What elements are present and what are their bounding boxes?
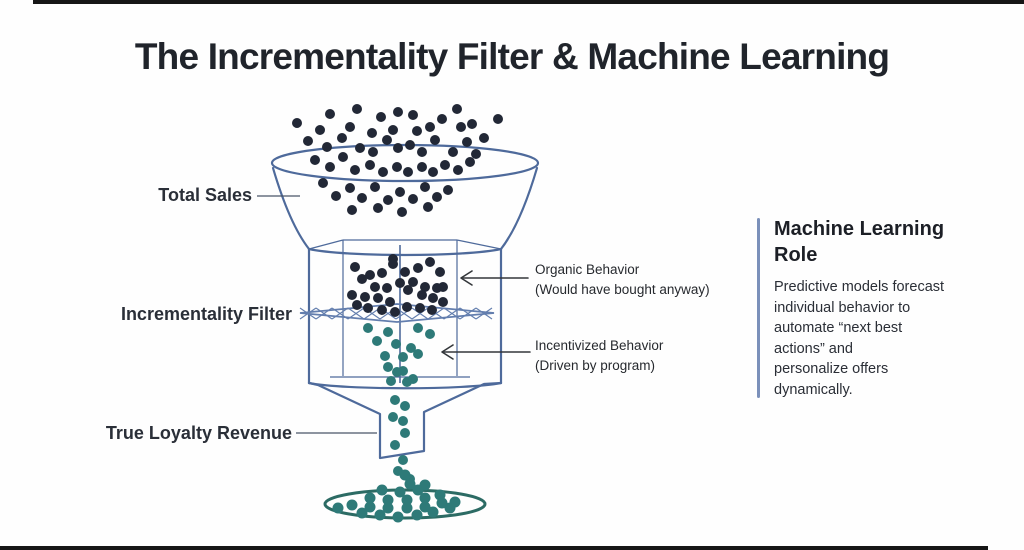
top-edge-bar <box>33 0 1024 4</box>
machine-learning-role-body: Predictive models forecast individual be… <box>774 279 945 398</box>
label-connectors <box>257 195 377 434</box>
loyalty-revenue-dots <box>332 469 461 523</box>
total-sales-dots <box>292 104 503 217</box>
machine-learning-role-heading: Machine Learning Role <box>774 218 945 266</box>
page-title: The Incrementality Filter & Machine Lear… <box>134 36 890 77</box>
incentivized-behavior-annotation: Incentivized Behavior (Driven by program… <box>535 338 664 374</box>
organic-behavior-dots <box>347 254 448 317</box>
total-sales-label: Total Sales <box>158 185 252 205</box>
true-loyalty-revenue-label: True Loyalty Revenue <box>105 423 292 443</box>
incentivized-behavior-dots <box>363 323 435 386</box>
funnel-spout <box>307 381 503 460</box>
incentivized-arrow-head-icon <box>441 344 454 360</box>
bottom-edge-bar <box>0 546 988 550</box>
organic-arrow-head-icon <box>460 270 473 286</box>
filter-box <box>307 239 503 390</box>
panel-divider-rule <box>757 218 760 398</box>
annotation-arrows <box>441 270 531 360</box>
incrementality-filter-label: Incrementality Filter <box>120 304 292 324</box>
organic-behavior-annotation: Organic Behavior (Would have bought anyw… <box>535 262 710 298</box>
